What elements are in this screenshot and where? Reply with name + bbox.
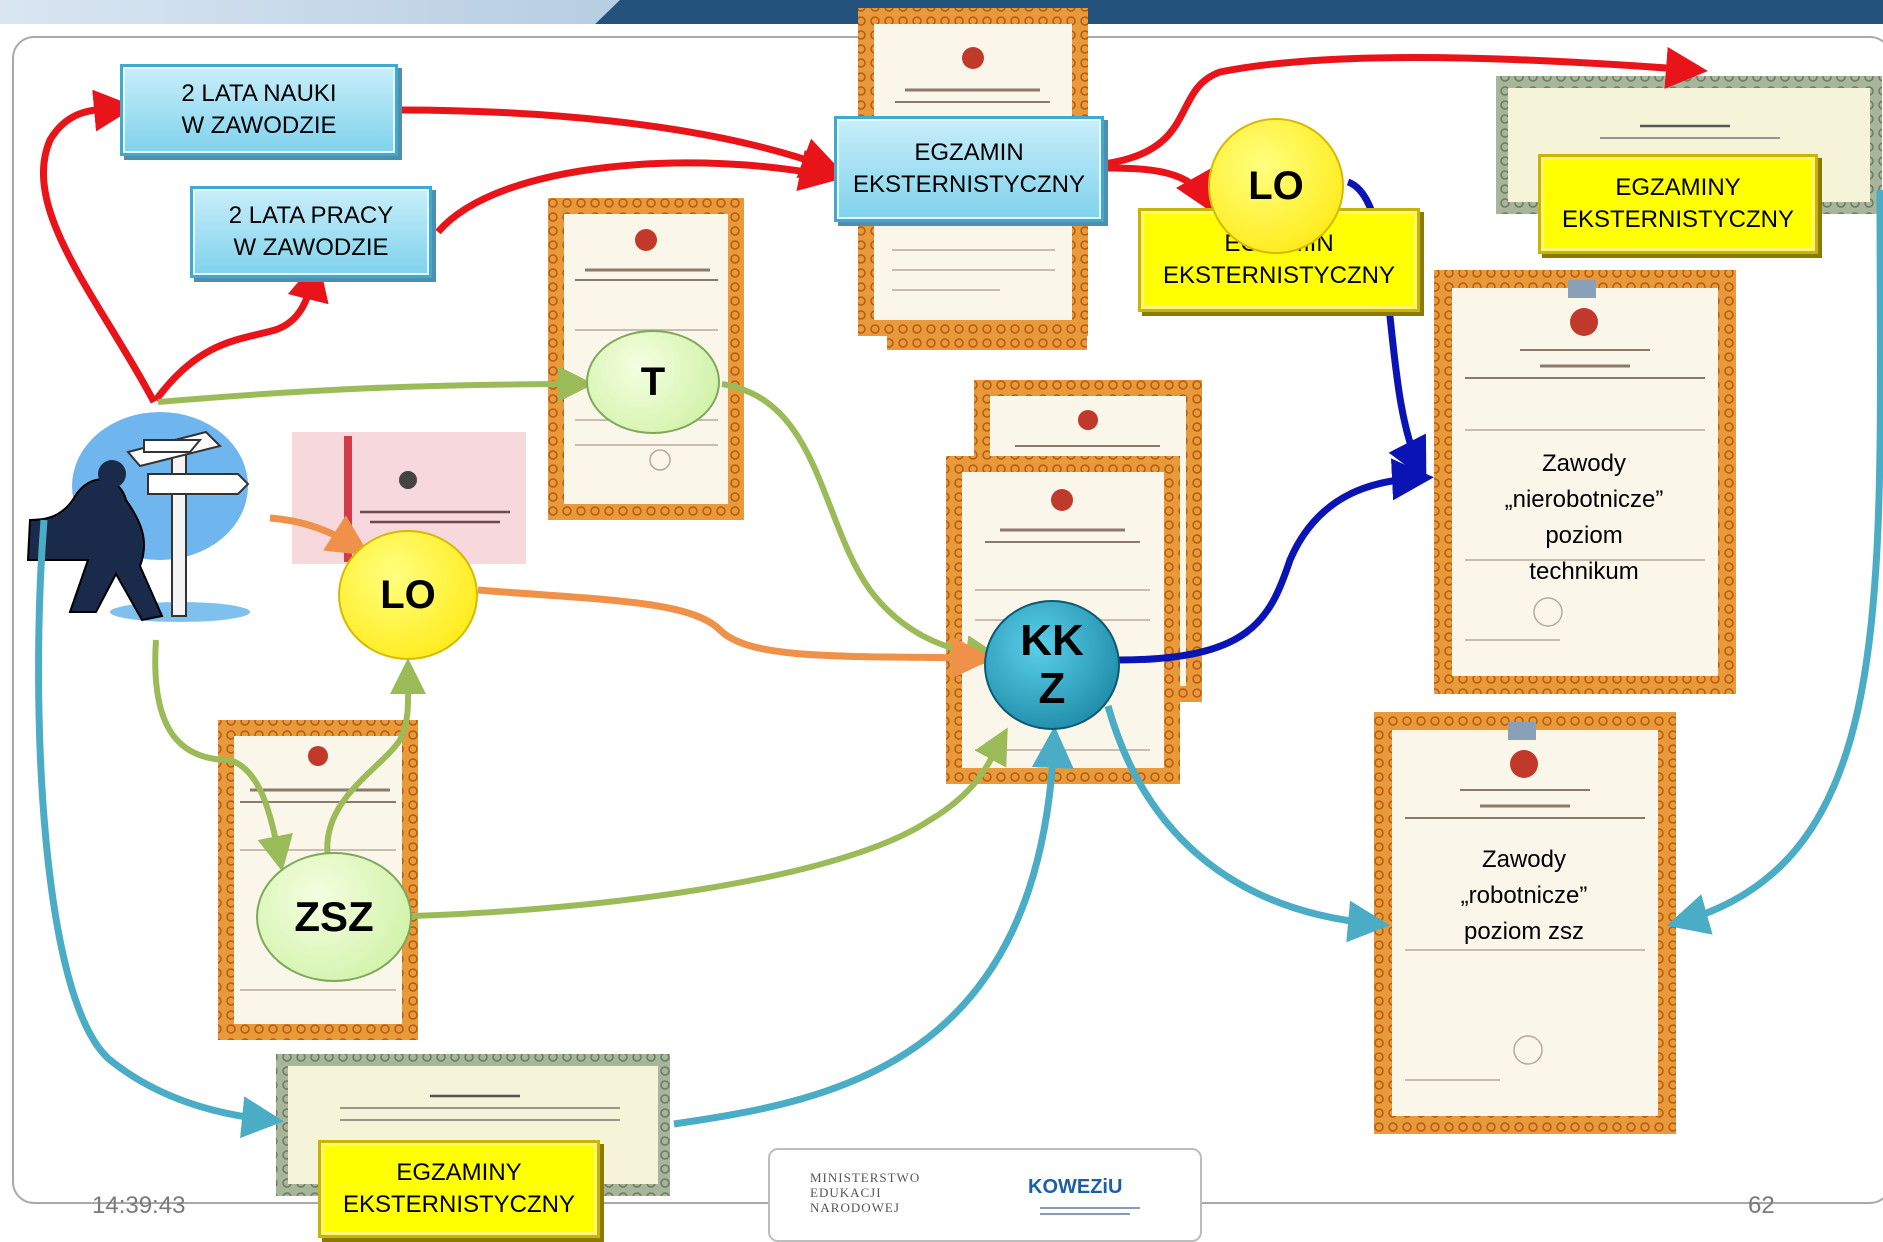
arrow-red-egzamin-to-lo [1103,164,1215,215]
circle-t: T [586,330,720,434]
arrow-blue-kkz-to-technikum [1117,458,1434,664]
circle-zsz: ZSZ [256,852,412,982]
header-bar-highlight [0,0,620,24]
arrow-green-to-zsz [152,639,293,872]
arrow-green-to-t [157,366,594,405]
arrow-red-to-nauka [40,89,158,404]
box-egzaminy-eksternistyczny-bottom: EGZAMINY EKSTERNISTYCZNY [318,1140,600,1238]
box-egzaminy-eksternistyczny-right: EGZAMINY EKSTERNISTYCZNY [1538,154,1818,254]
arrow-teal-kkz-to-robotnicze [1104,705,1390,943]
arrow-green-zsz-to-kkz [411,727,1008,919]
box-egzamin-eksternistyczny-top: EGZAMIN EKSTERNISTYCZNY [834,116,1104,222]
arrow-teal-zaswiadczenie-to-kkz [673,726,1074,1128]
kowezu-logo-lines [1040,1207,1140,1215]
arrow-green-t-to-kkz [721,381,1002,672]
certificate-dyplom-zsz-right [1374,712,1676,1134]
certificate-dyplom-technikum [1434,270,1736,694]
person-signpost-illustration [26,412,250,622]
arrow-red-to-praca [153,258,329,403]
footer-logos: MINISTERSTWO EDUKACJI NARODOWEJ KOWEZiU [768,1148,1202,1242]
arrow-teal-right-to-robotnicze [1666,189,1883,935]
circle-lo-mid: LO [338,530,478,660]
arrow-teal-to-zaswiadczenie [35,519,284,1139]
circle-lo-top: LO [1208,118,1344,254]
box-2-lata-pracy: 2 LATA PRACY W ZAWODZIE [190,186,432,278]
ministry-logo-text: MINISTERSTWO EDUKACJI NARODOWEJ [810,1170,921,1215]
arrow-orange-to-lo [269,514,370,556]
arrow-orange-lo-to-kkz [477,586,994,679]
label-zawody-robotnicze: Zawody „robotnicze” poziom zsz [1460,846,1588,945]
kowezu-logo-text: KOWEZiU [1028,1176,1123,1198]
circle-kkz: KK Z [984,600,1120,730]
arrow-red-egzamin-to-right [1103,46,1708,168]
label-zawody-nierobotnicze: Zawody „nierobotnicze” poziom technikum [1504,450,1664,585]
box-2-lata-nauki: 2 LATA NAUKI W ZAWODZIE [120,64,398,156]
footer-time: 14:39:43 [92,1192,186,1219]
footer-page-number: 62 [1748,1192,1775,1219]
arrow-red-praca-to-egzamin [435,149,842,235]
arrow-red-nauka-to-egzamin [397,106,844,179]
arrow-green-zsz-to-lo [324,658,427,859]
